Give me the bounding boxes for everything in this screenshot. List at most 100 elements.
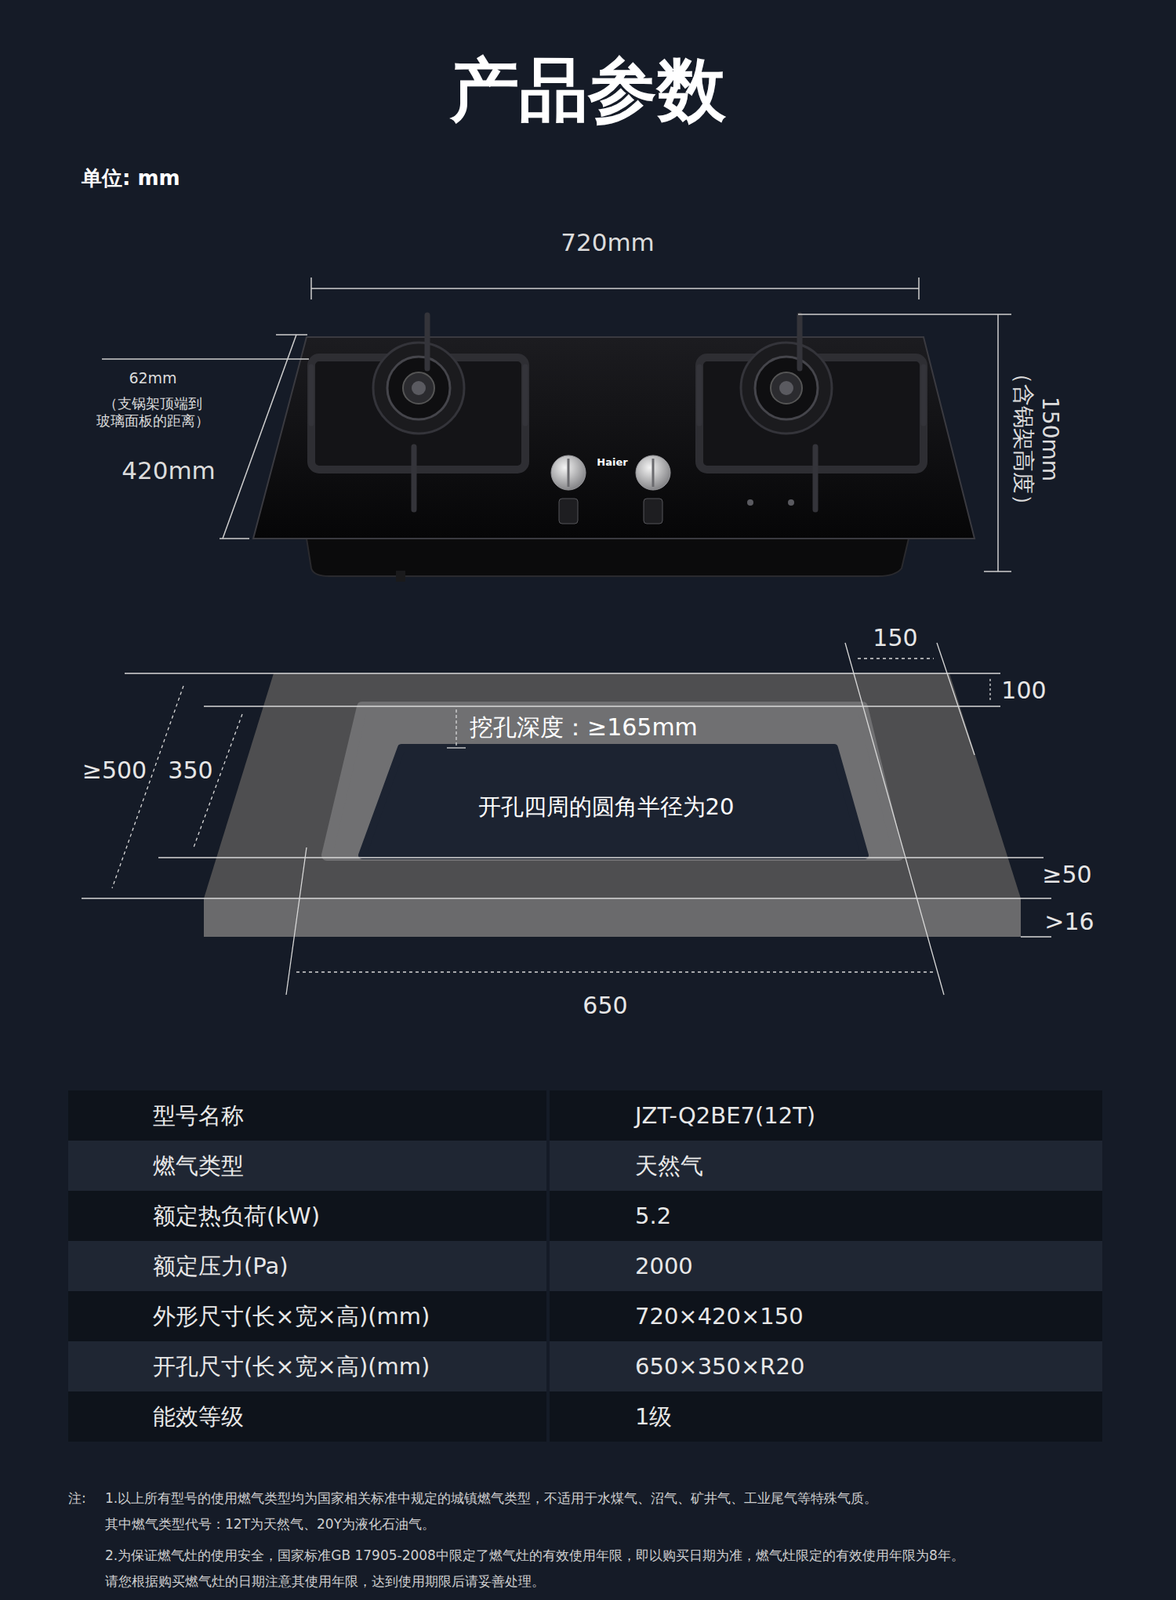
burner (740, 342, 832, 434)
pan-support (311, 357, 526, 470)
table-cell (68, 1140, 547, 1191)
table-cell: 额定压力(Pa) (152, 1252, 289, 1281)
burner (754, 356, 818, 420)
pan-support-post (424, 315, 431, 369)
pan-support-post (522, 366, 529, 424)
dimension-tick (983, 570, 1012, 573)
dimension-value: 420mm (121, 456, 216, 486)
note-text: 1.以上所有型号的使用燃气类型均为国家相关标准中规定的城镇燃气类型，不适用于水煤… (105, 1490, 878, 1507)
dimension-line (286, 847, 307, 995)
table-cell: 720×420×150 (635, 1303, 804, 1331)
table-cell (549, 1241, 1103, 1292)
dimension-line (158, 856, 1044, 858)
note-text: 请您根据购买燃气灶的日期注意其使用年限，达到使用期限后请妥善处理。 (105, 1573, 545, 1590)
burner (411, 381, 426, 396)
table-cell (549, 1341, 1103, 1392)
dimension-lines (101, 277, 1012, 572)
table-cell: 额定热负荷(kW) (152, 1202, 320, 1231)
dimension-value: 150mm （含锅架高度） (1009, 362, 1063, 516)
pan-support-post (311, 315, 526, 510)
knob (551, 455, 586, 490)
dimension-value: 720mm (560, 228, 655, 258)
depth-line (455, 709, 457, 747)
dimension-line (112, 686, 184, 889)
dimension-value: ≥50 (1041, 860, 1092, 890)
table-cell (549, 1140, 1103, 1191)
touch-icon (787, 499, 795, 506)
table-cell: 650×350×R20 (635, 1353, 805, 1381)
dimension-value: 650 (582, 991, 628, 1020)
leader-line (275, 333, 308, 336)
table-cell: 外形尺寸(长×宽×高)(mm) (152, 1303, 430, 1331)
cutout-note: 开孔四周的圆角半径为20 (478, 793, 735, 821)
cooktop-body (306, 538, 909, 577)
note-text: 其中燃气类型代号：12T为天然气、20Y为液化石油气。 (105, 1516, 436, 1532)
burner (373, 342, 465, 434)
burner (402, 372, 435, 404)
countertop-figure (203, 673, 1021, 937)
dimension-line (997, 314, 999, 572)
dimension-tick (310, 277, 313, 300)
burner (770, 372, 803, 404)
dimension-lines (81, 642, 1052, 995)
dimension-value: ≥500 (82, 756, 147, 785)
page-title: 产品参数 (450, 48, 726, 132)
table-cell: 燃气类型 (152, 1152, 244, 1180)
pan-support-post (411, 446, 418, 510)
table-cell (549, 1090, 1103, 1141)
depth-note: 挖孔深度：≥165mm (469, 713, 698, 742)
unit-label: 单位: mm (81, 166, 181, 191)
dimension-tick (798, 313, 1012, 316)
dimension-line (311, 287, 919, 290)
knob-mark (652, 458, 655, 487)
dimension-value: >16 (1044, 907, 1094, 937)
table-cell (68, 1341, 547, 1392)
dimension-line (203, 705, 1001, 707)
knob (635, 455, 671, 490)
cutout-bevel (326, 707, 899, 856)
dimension-line (296, 971, 934, 973)
touch-icon (747, 499, 754, 506)
dimension-value: 62mm (128, 369, 177, 388)
glass-panel (253, 337, 975, 539)
table-cell: JZT-Q2BE7(12T) (635, 1102, 816, 1130)
table-cell: 开孔尺寸(长×宽×高)(mm) (152, 1353, 430, 1381)
leader-line (101, 358, 309, 360)
table-cell: 5.2 (635, 1202, 672, 1231)
dimension-line (222, 334, 297, 539)
pan-support-post (797, 315, 803, 369)
countertop-top (203, 673, 1021, 899)
dimension-line (124, 672, 1001, 674)
dimension-value: 350 (167, 756, 213, 785)
cutout-hole (362, 747, 865, 856)
pan-support-post (308, 366, 315, 424)
burner (779, 381, 794, 396)
dimension-line (1020, 936, 1052, 937)
dimension-line (857, 657, 934, 659)
dimension-value: 150 (872, 624, 918, 653)
pan-support-post (813, 446, 819, 510)
table-cell (549, 1391, 1103, 1442)
dimension-value: 100 (1001, 676, 1046, 705)
gas-inlet (395, 570, 406, 582)
pan-support-post (696, 366, 703, 424)
table-cell (549, 1291, 1103, 1342)
countertop-front (203, 898, 1021, 937)
dimension-line (81, 897, 1052, 899)
depth-tick (446, 747, 466, 748)
dimension-tick (219, 537, 250, 540)
table-cell (68, 1391, 547, 1442)
burner (387, 356, 451, 420)
knob-stem (558, 498, 578, 524)
cooktop-figure (253, 315, 975, 582)
dimension-line (989, 678, 991, 703)
table-cell: 型号名称 (152, 1102, 244, 1130)
table-cell: 2000 (635, 1252, 694, 1281)
note-text: 注: (68, 1490, 87, 1507)
spec-table (68, 1090, 1103, 1442)
table-cell: 天然气 (635, 1152, 704, 1180)
brand-logo: Haier (596, 456, 628, 469)
dimension-tick (918, 277, 920, 300)
pan-support-post (921, 366, 927, 424)
dimension-note: （支锅架顶端到 玻璃面板的距离） (96, 395, 210, 429)
